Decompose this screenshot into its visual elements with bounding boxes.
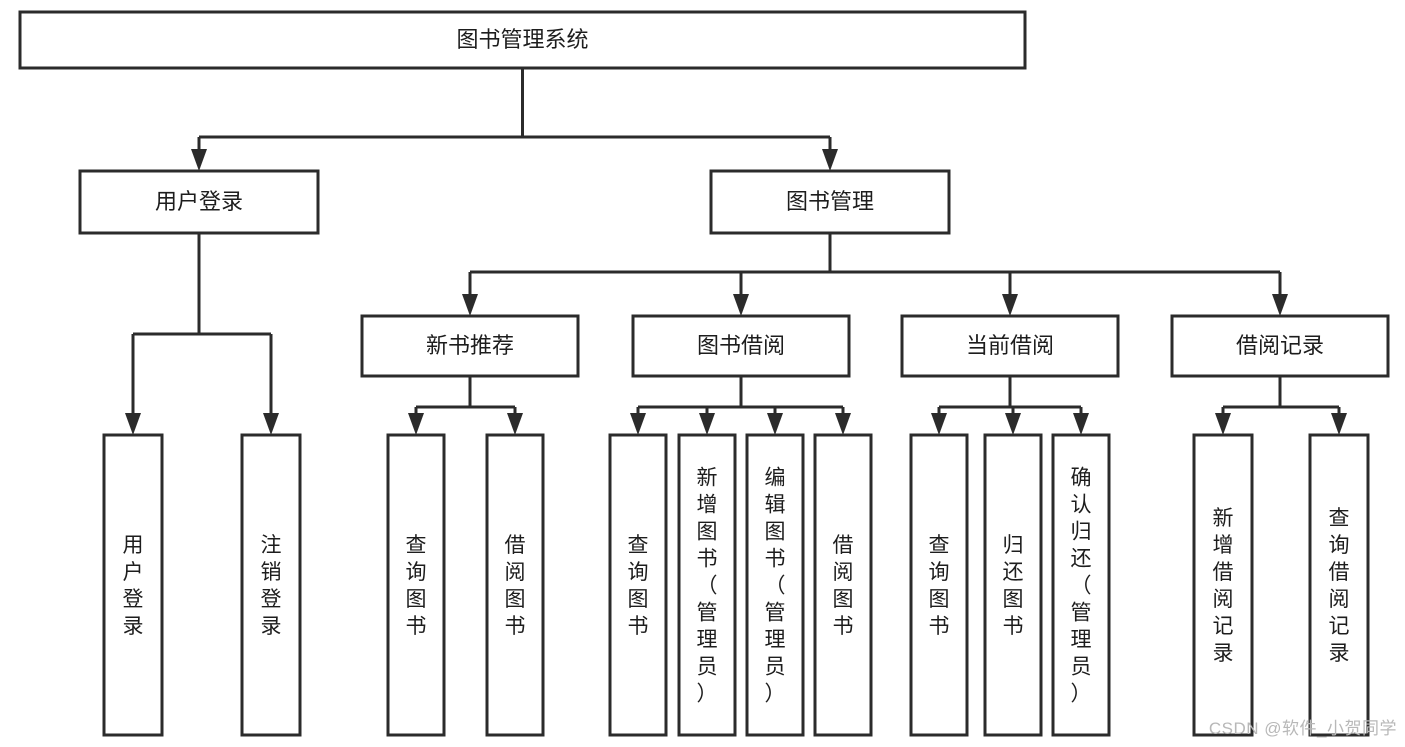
node-leaf-return-book[interactable]: 归还图书 xyxy=(983,433,1043,737)
node-label: 借阅图书 xyxy=(833,534,854,638)
node-label: 查询图书 xyxy=(406,534,427,638)
node-leaf-user-login[interactable]: 用户登录 xyxy=(102,433,164,737)
node-user-login[interactable]: 用户登录 xyxy=(78,169,320,235)
node-box xyxy=(677,433,737,737)
node-label: 图书管理 xyxy=(786,189,874,214)
node-box xyxy=(360,314,580,378)
node-book-mgmt[interactable]: 图书管理 xyxy=(709,169,951,235)
node-leaf-query-record[interactable]: 查询借阅记录 xyxy=(1308,433,1370,737)
node-new-book-rec[interactable]: 新书推荐 xyxy=(360,314,580,378)
node-leaf-borrow-book-2[interactable]: 借阅图书 xyxy=(813,433,873,737)
node-book-borrow[interactable]: 图书借阅 xyxy=(631,314,851,378)
node-leaf-edit-book[interactable]: 编辑图书（管理员） xyxy=(745,433,805,737)
node-box xyxy=(102,433,164,737)
node-box xyxy=(745,433,805,737)
node-label: 确认归还（管理员） xyxy=(1071,467,1092,706)
node-box xyxy=(608,433,668,737)
node-label: 查询图书 xyxy=(628,534,649,638)
node-box xyxy=(386,433,446,737)
node-leaf-user-logout[interactable]: 注销登录 xyxy=(240,433,302,737)
node-box xyxy=(1170,314,1390,378)
node-box xyxy=(1192,433,1254,737)
node-label: 新增借阅记录 xyxy=(1213,507,1234,665)
node-box xyxy=(240,433,302,737)
node-label: 图书借阅 xyxy=(697,333,785,358)
node-label: 用户登录 xyxy=(155,189,243,214)
node-label: 新书推荐 xyxy=(426,333,514,358)
node-label: 当前借阅 xyxy=(966,333,1054,358)
node-box xyxy=(909,433,969,737)
node-leaf-confirm-return[interactable]: 确认归还（管理员） xyxy=(1051,433,1111,737)
node-box xyxy=(709,169,951,235)
node-label: 查询图书 xyxy=(929,534,950,638)
node-label: 注销登录 xyxy=(261,534,282,638)
node-label: 归还图书 xyxy=(1003,534,1024,638)
node-layer: 图书管理系统用户登录图书管理新书推荐图书借阅当前借阅借阅记录用户登录注销登录查询… xyxy=(18,10,1390,737)
node-label: 编辑图书（管理员） xyxy=(765,467,786,706)
node-current-borrow[interactable]: 当前借阅 xyxy=(900,314,1120,378)
node-box xyxy=(631,314,851,378)
node-leaf-add-record[interactable]: 新增借阅记录 xyxy=(1192,433,1254,737)
node-label: 查询借阅记录 xyxy=(1329,507,1350,665)
node-leaf-query-book-3[interactable]: 查询图书 xyxy=(909,433,969,737)
node-root[interactable]: 图书管理系统 xyxy=(18,10,1027,70)
node-box xyxy=(813,433,873,737)
node-leaf-query-book-1[interactable]: 查询图书 xyxy=(386,433,446,737)
connector-layer xyxy=(125,68,1347,435)
node-borrow-record[interactable]: 借阅记录 xyxy=(1170,314,1390,378)
node-box xyxy=(78,169,320,235)
node-box xyxy=(485,433,545,737)
node-label: 用户登录 xyxy=(123,534,144,638)
node-box xyxy=(900,314,1120,378)
node-label: 图书管理系统 xyxy=(456,27,588,52)
node-box xyxy=(1051,433,1111,737)
node-box xyxy=(1308,433,1370,737)
node-leaf-query-book-2[interactable]: 查询图书 xyxy=(608,433,668,737)
node-leaf-add-book[interactable]: 新增图书（管理员） xyxy=(677,433,737,737)
node-label: 借阅图书 xyxy=(505,534,526,638)
node-box xyxy=(983,433,1043,737)
node-leaf-borrow-book-1[interactable]: 借阅图书 xyxy=(485,433,545,737)
node-label: 借阅记录 xyxy=(1236,333,1324,358)
node-label: 新增图书（管理员） xyxy=(697,467,718,706)
node-box xyxy=(18,10,1027,70)
